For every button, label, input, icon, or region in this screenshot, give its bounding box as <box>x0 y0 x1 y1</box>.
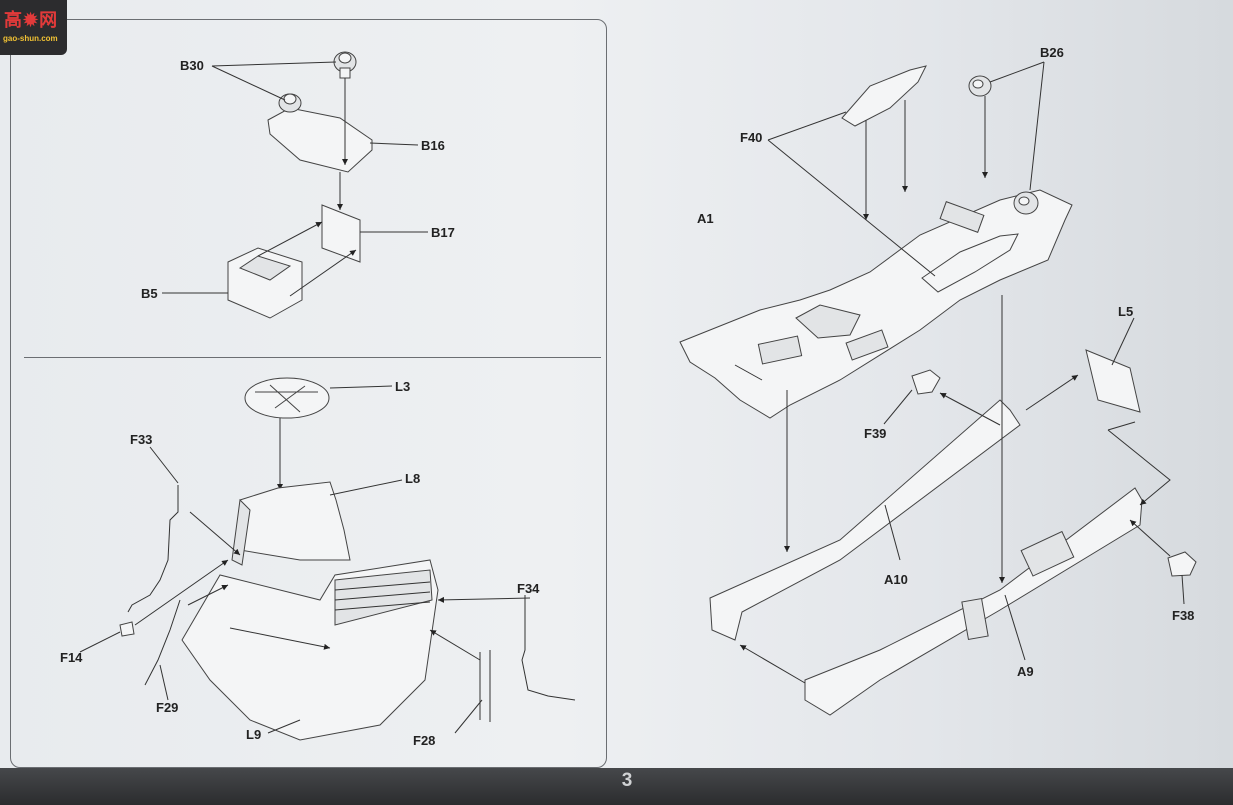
part-b26-top <box>968 75 992 97</box>
part-f34 <box>521 595 576 701</box>
part-f14 <box>119 621 135 637</box>
step-right: B26 F40 A1 L5 F39 A10 A9 F38 <box>679 45 1197 716</box>
label-a9: A9 <box>1017 664 1034 679</box>
part-f39 <box>911 369 941 395</box>
step-top-left: B30 B16 B17 B5 <box>141 51 455 319</box>
part-b30-left <box>278 93 302 113</box>
logo-glyph-icon: 高✹网 <box>4 10 59 30</box>
logo-site-text: gao-shun.com <box>3 34 58 43</box>
part-b30-right <box>333 51 357 79</box>
left-panel-frame <box>10 19 607 768</box>
part-l8 <box>239 481 351 561</box>
label-f34: F34 <box>517 581 540 596</box>
label-b5: B5 <box>141 286 158 301</box>
bottom-band <box>0 768 1233 805</box>
part-a10 <box>709 399 1021 641</box>
site-logo[interactable]: 高✹网 gao-shun.com <box>0 0 67 55</box>
label-f39: F39 <box>864 426 886 441</box>
label-l3: L3 <box>395 379 410 394</box>
label-f14: F14 <box>60 650 83 665</box>
part-f40-top <box>841 65 927 127</box>
label-b16: B16 <box>421 138 445 153</box>
label-a10: A10 <box>884 572 908 587</box>
label-f29: F29 <box>156 700 178 715</box>
label-f40: F40 <box>740 130 762 145</box>
label-a1: A1 <box>697 211 714 226</box>
part-f33 <box>127 485 179 613</box>
part-f28 <box>479 650 491 722</box>
part-a9 <box>804 487 1143 716</box>
panel-divider <box>24 357 601 358</box>
label-l9: L9 <box>246 727 261 742</box>
label-f28: F28 <box>413 733 435 748</box>
part-f40-bottom <box>921 233 1019 293</box>
part-a1 <box>679 189 1073 419</box>
label-b26: B26 <box>1040 45 1064 60</box>
step-bottom-left: L3 L8 F33 F34 F14 F29 L9 F28 <box>60 377 576 748</box>
part-b26-bottom <box>1013 191 1039 215</box>
label-f38: F38 <box>1172 608 1194 623</box>
part-l3 <box>244 377 330 419</box>
part-f29 <box>144 599 181 686</box>
label-l5: L5 <box>1118 304 1133 319</box>
part-b16 <box>267 107 373 173</box>
label-b17: B17 <box>431 225 455 240</box>
part-b17 <box>321 204 361 263</box>
label-l8: L8 <box>405 471 420 486</box>
label-f33: F33 <box>130 432 152 447</box>
label-b30: B30 <box>180 58 204 73</box>
part-f38 <box>1167 551 1197 577</box>
page-number: 3 <box>621 770 633 791</box>
part-l5 <box>1085 349 1141 413</box>
